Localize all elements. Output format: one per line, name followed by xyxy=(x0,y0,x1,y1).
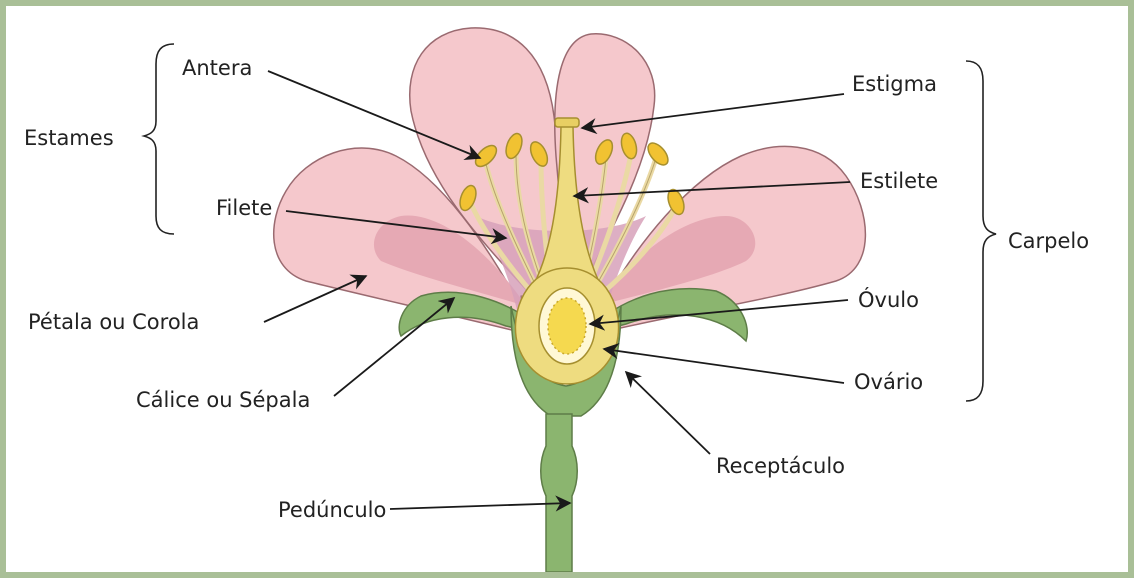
arrow-calice xyxy=(334,298,454,396)
label-estigma: Estigma xyxy=(852,72,937,96)
label-estilete: Estilete xyxy=(860,169,938,193)
label-estames: Estames xyxy=(24,126,114,150)
label-carpelo: Carpelo xyxy=(1008,229,1089,253)
peduncle xyxy=(541,414,578,572)
estames-brace xyxy=(144,44,174,234)
stigma xyxy=(555,118,579,127)
label-ovario: Ovário xyxy=(854,370,923,394)
flower-diagram xyxy=(6,6,1128,572)
label-pedunculo: Pedúnculo xyxy=(278,498,386,522)
arrow-receptaculo xyxy=(626,372,710,454)
arrow-pedunculo xyxy=(390,503,570,509)
label-calice: Cálice ou Sépala xyxy=(136,388,310,412)
label-petala: Pétala ou Corola xyxy=(28,310,199,334)
label-antera: Antera xyxy=(182,56,252,80)
ovule xyxy=(548,298,586,354)
label-filete: Filete xyxy=(216,196,272,220)
carpelo-brace xyxy=(966,61,996,401)
anther xyxy=(644,140,671,169)
arrow-ovario xyxy=(604,349,844,383)
label-ovulo: Óvulo xyxy=(858,288,919,312)
label-receptaculo: Receptáculo xyxy=(716,454,845,478)
